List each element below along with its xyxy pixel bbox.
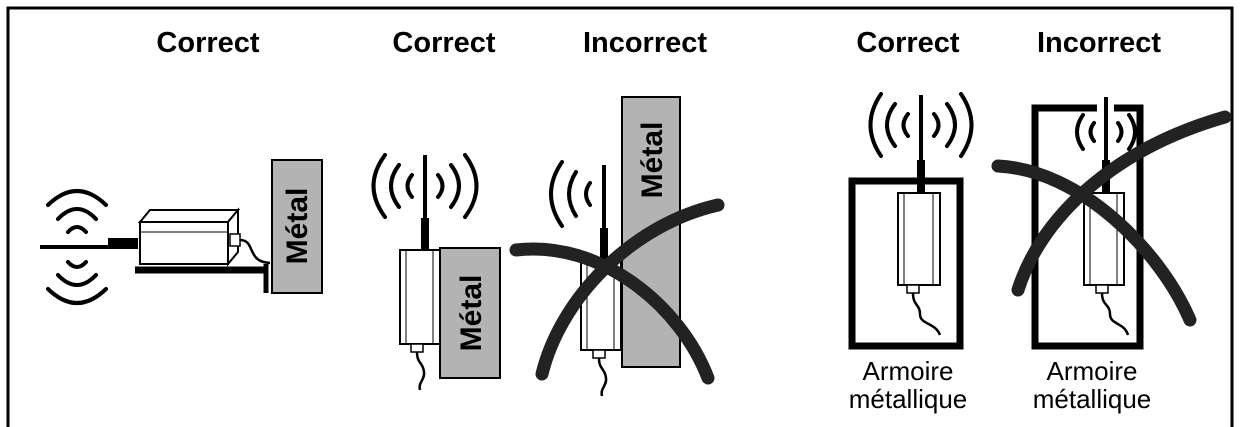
radio-wave-icon — [371, 153, 479, 219]
cabinet-label-line1: Armoire — [862, 356, 953, 386]
antenna-icon — [40, 238, 138, 249]
metal-label: Métal — [636, 122, 669, 199]
heading-scene-2: Correct — [392, 27, 495, 59]
scene-5-incorrect: Armoire métallique — [991, 97, 1232, 414]
metal-plate — [439, 247, 501, 379]
metal-cabinet — [1031, 104, 1144, 350]
radio-wave-icon — [1075, 113, 1137, 151]
scene-3-incorrect: Métal — [509, 96, 725, 397]
transmitter-icon — [399, 249, 441, 391]
transmitter-icon — [137, 207, 271, 267]
metal-plate — [271, 159, 323, 294]
metal-label: Métal — [455, 275, 488, 352]
heading-scene-3: Incorrect — [583, 27, 707, 59]
metal-cabinet — [848, 177, 964, 350]
scene-4-correct: Armoire métallique — [848, 92, 974, 414]
heading-scene-1: Correct — [156, 27, 259, 59]
scene-2-correct: Métal — [371, 153, 501, 391]
cross-out-icon — [509, 198, 725, 385]
radio-wave-icon — [46, 189, 108, 305]
metal-label: Métal — [281, 188, 314, 265]
cross-out-icon — [991, 110, 1232, 327]
cabinet-label-line2: métallique — [849, 384, 968, 414]
radio-wave-icon — [868, 92, 974, 158]
heading-scene-5: Incorrect — [1037, 27, 1161, 59]
radio-wave-icon — [549, 160, 592, 228]
frame-border — [6, 6, 1234, 427]
cabinet-label-line2: métallique — [1033, 384, 1152, 414]
transmitter-icon — [897, 192, 942, 336]
heading-scene-4: Correct — [856, 27, 959, 59]
cabinet-label-line1: Armoire — [1046, 356, 1137, 386]
scene-1-correct: Métal — [40, 159, 323, 305]
